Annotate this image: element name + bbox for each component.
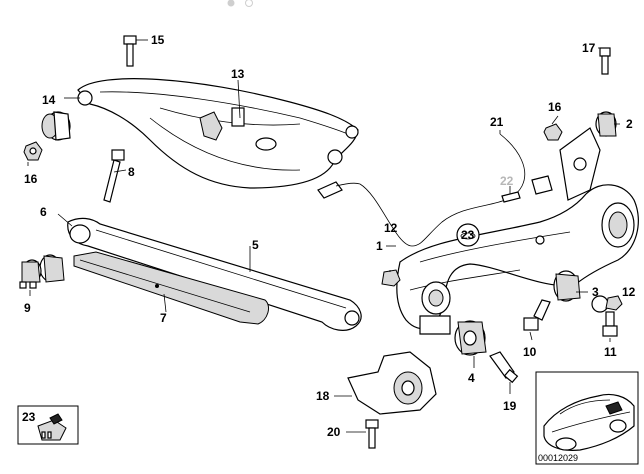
bolt-11	[602, 311, 618, 337]
label-16-right: 16	[548, 100, 562, 114]
carrier-bushing	[419, 281, 451, 335]
inset-part-23: 23	[17, 405, 79, 445]
bushing-3	[553, 270, 581, 302]
bolt-20	[365, 419, 379, 449]
part-labels: 15 13 14 16 8 6 5 7 9 21 16 17 2 22 23 1…	[24, 33, 636, 439]
bolt-15	[123, 35, 137, 67]
bolt-19	[489, 351, 519, 384]
bushing-14	[41, 111, 71, 141]
carousel-dot[interactable]	[245, 0, 253, 7]
nut-12-right	[605, 295, 623, 311]
label-15: 15	[151, 33, 165, 47]
bolt-10	[523, 299, 551, 331]
label-13: 13	[231, 67, 245, 81]
label-12-left: 12	[384, 221, 398, 235]
label-6: 6	[40, 205, 47, 219]
label-7: 7	[160, 311, 167, 325]
label-4: 4	[468, 371, 475, 385]
label-3: 3	[592, 285, 599, 299]
bolt-17	[599, 47, 611, 75]
label-9: 9	[24, 301, 31, 315]
label-1: 1	[376, 239, 383, 253]
bushing-6	[39, 254, 65, 283]
label-2: 2	[626, 117, 633, 131]
bushing-4	[454, 320, 487, 356]
cap-23	[456, 223, 480, 247]
label-23: 23	[461, 228, 475, 242]
link-rod-7	[73, 251, 269, 325]
label-10: 10	[523, 345, 537, 359]
label-12-right: 12	[622, 285, 636, 299]
label-20: 20	[327, 425, 341, 439]
label-16-left: 16	[24, 172, 38, 186]
label-18: 18	[316, 389, 330, 403]
upper-control-arm	[77, 78, 359, 189]
nut-16-right	[543, 123, 563, 141]
car-locator-inset: 00012029	[535, 371, 639, 465]
label-19: 19	[503, 399, 517, 413]
bolt-22	[501, 191, 521, 203]
label-8: 8	[128, 165, 135, 179]
label-5: 5	[252, 238, 259, 252]
lower-control-arm	[67, 217, 362, 331]
carousel-dots[interactable]	[227, 0, 253, 7]
nut-12-left	[381, 269, 401, 287]
label-11: 11	[604, 345, 617, 359]
leader-lines	[27, 39, 620, 433]
wheel-carrier	[396, 127, 639, 330]
nut-16-left	[23, 141, 43, 161]
sensor-cable-21	[317, 133, 553, 247]
inset-label-23: 23	[22, 410, 36, 424]
reference-number: 00012029	[538, 453, 578, 463]
connector-9	[19, 259, 42, 289]
bolt-8	[103, 149, 125, 203]
carousel-dot-active[interactable]	[227, 0, 235, 7]
label-21: 21	[490, 115, 504, 129]
label-22: 22	[500, 174, 514, 188]
bushing-2	[595, 111, 617, 137]
label-17: 17	[582, 41, 596, 55]
mount-18	[347, 351, 437, 415]
label-14: 14	[42, 93, 56, 107]
